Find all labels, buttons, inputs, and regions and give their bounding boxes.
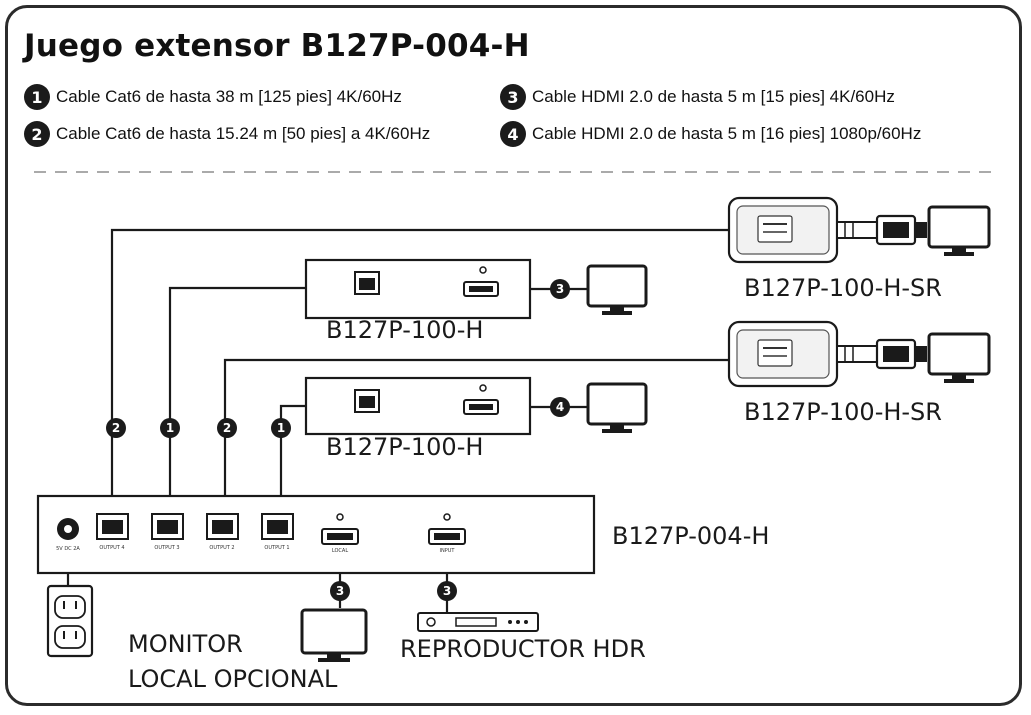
monitor-icon xyxy=(586,264,648,315)
cable-marker-badge: 1 xyxy=(271,418,291,438)
legend-text: Cable HDMI 2.0 de hasta 5 m [15 pies] 4K… xyxy=(532,87,895,106)
legend-text: Cable Cat6 de hasta 38 m [125 pies] 4K/6… xyxy=(56,87,402,106)
legend-number-badge: 3 xyxy=(500,84,526,110)
svg-text:4: 4 xyxy=(556,400,564,414)
svg-text:2: 2 xyxy=(223,421,231,435)
receiver-unit-bottom xyxy=(304,376,532,436)
monitor-icon xyxy=(927,332,991,383)
device-label-transmitter: B127P-004-H xyxy=(612,522,770,550)
svg-text:2: 2 xyxy=(112,421,120,435)
port-label: LOCAL xyxy=(332,548,348,554)
device-label-receiver-bottom: B127P-100-H xyxy=(326,433,484,461)
cable-marker-badge: 1 xyxy=(160,418,180,438)
legend-item-3: 3 Cable HDMI 2.0 de hasta 5 m [15 pies] … xyxy=(500,84,895,110)
svg-text:3: 3 xyxy=(443,584,451,598)
monitor-icon xyxy=(586,382,648,433)
caption-player: REPRODUCTOR HDR xyxy=(400,635,646,663)
legend-number-badge: 1 xyxy=(24,84,50,110)
port-label: OUTPUT 4 xyxy=(99,545,124,551)
power-outlet-icon xyxy=(46,584,94,658)
caption-monitor-line1: MONITOR xyxy=(128,630,243,658)
svg-text:3: 3 xyxy=(556,282,564,296)
cable-marker-badge: 2 xyxy=(217,418,237,438)
port-label: 5V DC 2A xyxy=(56,546,80,552)
legend-text: Cable HDMI 2.0 de hasta 5 m [16 pies] 10… xyxy=(532,124,922,143)
page-title: Juego extensor B127P-004-H xyxy=(24,28,530,64)
device-label-receiver-top: B127P-100-H xyxy=(326,316,484,344)
port-label: OUTPUT 2 xyxy=(209,545,234,551)
svg-text:3: 3 xyxy=(336,584,344,598)
sr-unit-top xyxy=(727,196,927,264)
svg-text:1: 1 xyxy=(166,421,174,435)
port-label: INPUT xyxy=(440,548,456,554)
device-label-sr-top: B127P-100-H-SR xyxy=(744,274,942,302)
monitor-icon xyxy=(300,608,368,662)
legend-text: Cable Cat6 de hasta 15.24 m [50 pies] a … xyxy=(56,124,431,143)
diagram-frame xyxy=(5,5,1022,706)
sr-unit-bottom xyxy=(727,320,927,388)
legend-number-badge: 2 xyxy=(24,121,50,147)
hdr-player-icon xyxy=(417,612,539,632)
cable-marker-badge: 3 xyxy=(437,581,457,601)
cable-marker-badge: 3 xyxy=(550,279,570,299)
port-label: OUTPUT 1 xyxy=(264,545,289,551)
port-label: OUTPUT 3 xyxy=(154,545,179,551)
legend-item-2: 2 Cable Cat6 de hasta 15.24 m [50 pies] … xyxy=(24,121,430,147)
svg-text:1: 1 xyxy=(277,421,285,435)
cable-marker-badge: 2 xyxy=(106,418,126,438)
caption-monitor-line2: LOCAL OPCIONAL xyxy=(128,665,338,693)
monitor-icon xyxy=(927,205,991,256)
legend-item-1: 1 Cable Cat6 de hasta 38 m [125 pies] 4K… xyxy=(24,84,402,110)
cable-output3-to-receiver-top xyxy=(168,286,362,514)
cable-marker-badge: 3 xyxy=(330,581,350,601)
legend-number-badge: 4 xyxy=(500,121,526,147)
transmitter-unit xyxy=(36,494,596,575)
legend-item-4: 4 Cable HDMI 2.0 de hasta 5 m [16 pies] … xyxy=(500,121,921,147)
device-label-sr-bottom: B127P-100-H-SR xyxy=(744,398,942,426)
cable-marker-badge: 4 xyxy=(550,397,570,417)
receiver-unit-top xyxy=(304,258,532,320)
cable-output2-to-sr-bottom xyxy=(223,358,735,514)
